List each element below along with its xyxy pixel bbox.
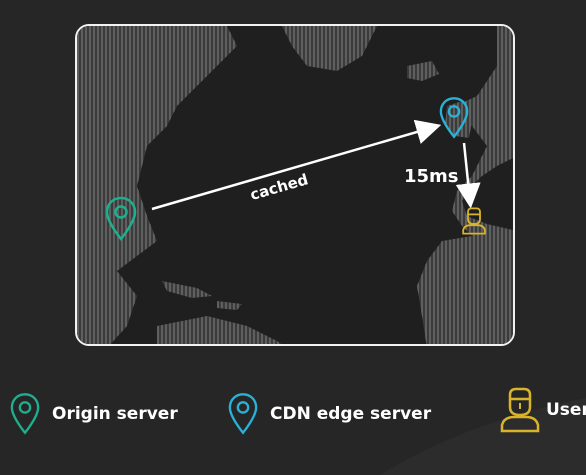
- cdn-edge-server-pin-icon: [439, 97, 469, 139]
- legend-label-cdn: CDN edge server: [270, 404, 432, 424]
- map-card: cached 15ms: [75, 24, 515, 346]
- north-america-land: [77, 26, 237, 344]
- origin-server-legend-pin-icon: [10, 393, 40, 435]
- iceland-land: [407, 61, 439, 81]
- legend: Origin server CDN edge server User: [0, 387, 586, 438]
- legend-label-user: User: [546, 400, 586, 420]
- legend-item-origin: Origin server: [10, 390, 178, 438]
- user-icon: [462, 207, 486, 235]
- cdn-edge-server-legend-pin-icon: [228, 393, 258, 435]
- world-map: [77, 26, 513, 344]
- legend-item-user: User: [500, 382, 586, 438]
- south-america-land: [157, 316, 282, 344]
- greenland-land: [282, 26, 377, 71]
- user-legend-icon: [500, 387, 540, 433]
- uk-land: [445, 101, 472, 138]
- legend-label-origin: Origin server: [52, 404, 178, 424]
- cached-arrow: [151, 119, 442, 211]
- caribbean-islands: [162, 281, 242, 310]
- legend-item-cdn: CDN edge server: [228, 390, 431, 438]
- origin-server-pin-icon: [105, 196, 137, 241]
- africa-land: [417, 236, 513, 344]
- latency-arrow: [455, 142, 481, 209]
- latency-label: 15ms: [404, 166, 459, 187]
- arrows-layer: [151, 119, 481, 211]
